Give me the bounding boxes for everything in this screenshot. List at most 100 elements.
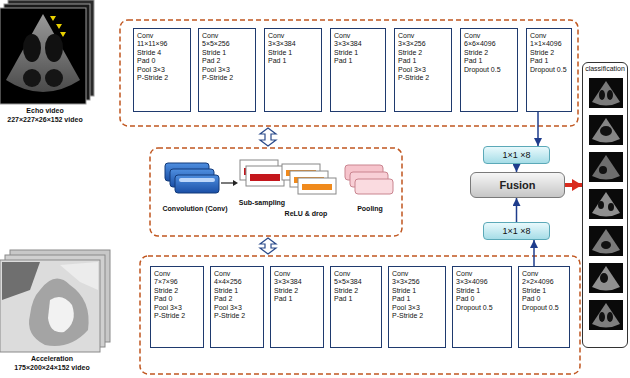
layer-type: Conv: [334, 32, 382, 40]
layer-type: Conv: [334, 270, 378, 278]
thumbnail-fan: [592, 118, 620, 143]
layer-type-name: Pooling: [357, 205, 383, 212]
layer-parameter: 7×7×96: [154, 278, 200, 286]
layer-type-name: ReLU & drop: [285, 210, 328, 217]
feature-map: [355, 179, 393, 194]
marker-arrows: [50, 16, 66, 37]
layer-type: Conv: [202, 32, 252, 40]
box-label: 1×1 ×8: [502, 150, 530, 160]
layer-type: Conv: [530, 32, 568, 40]
conv-layer-box: Conv5×5×256Stride 1Pad 2Pool 3×3P-Stride…: [198, 28, 256, 112]
layer-parameter: P-Stride 2: [398, 74, 448, 82]
layer-parameter: Pad 0: [456, 295, 508, 303]
box-label: classification: [585, 65, 625, 72]
layer-parameter: P-Stride 2: [137, 74, 187, 82]
layer-parameter: 3×3×384: [334, 40, 382, 48]
output-layer-box: 1×1 ×8: [483, 146, 550, 164]
layer-parameter: Pad 0: [154, 295, 200, 303]
layer-parameter: 3×3×4096: [456, 278, 508, 286]
feature-map: [246, 166, 284, 186]
thumbnail-ground: [589, 115, 623, 145]
layer-parameter: Stride 1: [334, 49, 382, 57]
thumbnail-chamber: [599, 166, 607, 174]
classification-panel: classification: [582, 62, 628, 348]
thumbnail-fan: [592, 229, 620, 254]
layer-type: Conv: [154, 270, 200, 278]
thumbnail-chamber: [608, 203, 614, 211]
video-frame: [0, 8, 86, 104]
heart-chamber: [45, 69, 63, 87]
layer-parameter: Stride 1: [202, 49, 252, 57]
layer-parameter: Dropout 0.5: [464, 66, 514, 74]
layer-type-name: Sub-sampling: [239, 199, 285, 206]
layer-parameter: Stride 2: [334, 287, 378, 295]
layer-parameter: Stride 1: [456, 287, 508, 295]
acceleration-region: [2, 262, 40, 300]
echo-thumbnail: [589, 78, 623, 108]
layer-parameter: 3×3×384: [274, 278, 320, 286]
layer-parameter: Pad 1: [334, 57, 382, 65]
echo-video-frames: [0, 0, 94, 104]
layer-parameter: 11×11×96: [137, 40, 187, 48]
thumbnail-fan: [592, 303, 620, 328]
layer-parameter: Pool 3×3: [214, 304, 260, 312]
video-frame: [0, 260, 100, 352]
thumbnail-fan: [592, 266, 620, 291]
layer-type: Conv: [268, 32, 318, 40]
layer-parameter: 3×3×384: [268, 40, 318, 48]
thumbnail-chamber: [607, 312, 613, 322]
thumbnail-chamber: [599, 90, 605, 100]
layer-parameter: P-Stride 2: [214, 312, 260, 320]
flow-arrow: [565, 183, 582, 187]
layer-parameter: Stride 2: [274, 287, 320, 295]
layer-parameter: Pool 3×3: [154, 304, 200, 312]
thumbnail-ground: [589, 189, 623, 219]
conv-layer-box: Conv3×3×4096Stride 1Pad 0Dropout 0.5: [452, 266, 512, 348]
layer-parameter: Pad 2: [202, 57, 252, 65]
flow-arrow: [537, 112, 539, 146]
thumbnail-chamber: [601, 241, 611, 249]
sub-sampling-icon: [240, 160, 284, 186]
layer-parameter: 2×2×4096: [522, 278, 566, 286]
conv-layer-box: Conv3×3×256Stride 2Pad 1Pool 3×3P-Stride…: [394, 28, 452, 112]
echo-thumbnail: [589, 300, 623, 330]
thumbnail-chamber: [600, 126, 612, 136]
relu-drop-icon: [282, 164, 336, 194]
output-layer-box: 1×1 ×8: [483, 222, 550, 240]
conv-layer-box: Conv3×3×256Stride 1Pad 1Pool 3×3P-Stride…: [388, 266, 446, 348]
acceleration-video-frames: [0, 250, 110, 352]
layer-parameter: Dropout 0.5: [530, 66, 568, 74]
layer-type: Conv: [137, 32, 187, 40]
conv-layer-box: Conv6×6×4096Stride 2Pad 1Dropout 0.5: [460, 28, 518, 112]
layer-type: Conv: [392, 270, 442, 278]
layer-parameter: Stride 1: [392, 287, 442, 295]
classification-thumbnails: [589, 78, 623, 330]
layer-parameter: Pad 1: [274, 295, 320, 303]
conv-layer-box: Conv5×5×384Stride 2Pad 1: [330, 266, 382, 348]
layer-parameter: Pad 1: [268, 57, 318, 65]
layer-parameter: Pad 1: [334, 295, 378, 303]
layer-parameter: Pool 3×3: [392, 304, 442, 312]
layer-parameter: Stride 2: [464, 49, 514, 57]
conv-layer-box: Conv3×3×384Stride 1Pad 1: [264, 28, 322, 112]
ultrasound-fan: [6, 14, 80, 92]
thumbnail-chamber: [599, 312, 605, 322]
layer-type: Conv: [522, 270, 566, 278]
input-dimensions: 175×200×24×152 video: [14, 364, 89, 371]
echo-thumbnail: [589, 115, 623, 145]
echo-thumbnail: [589, 263, 623, 293]
thumbnail-ground: [589, 78, 623, 108]
layer-parameter: Stride 1: [214, 287, 260, 295]
stream-group: [140, 256, 580, 374]
layer-parameter: Pad 1: [398, 57, 448, 65]
layer-parameter: Pool 3×3: [137, 66, 187, 74]
layer-parameter: 5×5×384: [334, 278, 378, 286]
thumbnail-ground: [589, 263, 623, 293]
layer-parameter: Pad 2: [214, 295, 260, 303]
layer-parameter: Stride 1: [522, 287, 566, 295]
feature-map: [298, 178, 336, 194]
layer-parameter: P-Stride 2: [202, 74, 252, 82]
layer-parameter: Stride 2: [398, 49, 448, 57]
thumbnail-fan: [592, 155, 620, 180]
thumbnail-chamber: [607, 90, 613, 100]
